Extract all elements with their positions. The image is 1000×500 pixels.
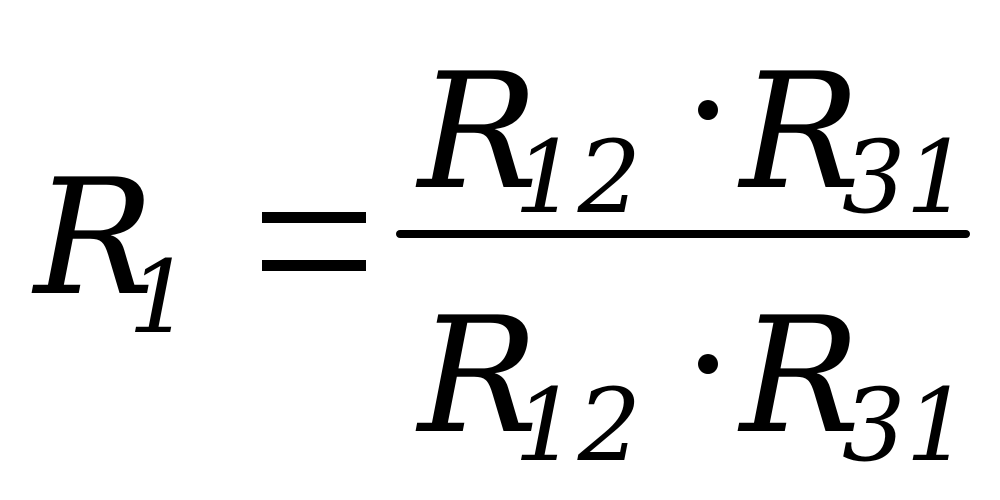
denominator-first-symbol: R — [418, 282, 539, 469]
equals-bar-bottom — [262, 260, 366, 271]
lhs-subscript: 1 — [128, 239, 192, 356]
fraction-bar — [396, 230, 970, 238]
numerator-multiply-dot — [698, 100, 718, 120]
denominator-second-subscript: 31 — [842, 367, 970, 484]
denominator-multiply-dot — [698, 354, 718, 374]
equals-bar-top — [262, 212, 366, 223]
numerator-second-symbol: R — [740, 38, 861, 225]
numerator-second-subscript: 31 — [842, 119, 970, 236]
numerator-first-subscript: 12 — [514, 119, 642, 236]
lhs-symbol: R — [34, 144, 155, 331]
denominator-second-symbol: R — [740, 282, 861, 469]
denominator-first-subscript: 12 — [514, 367, 642, 484]
numerator-first-symbol: R — [418, 38, 539, 225]
